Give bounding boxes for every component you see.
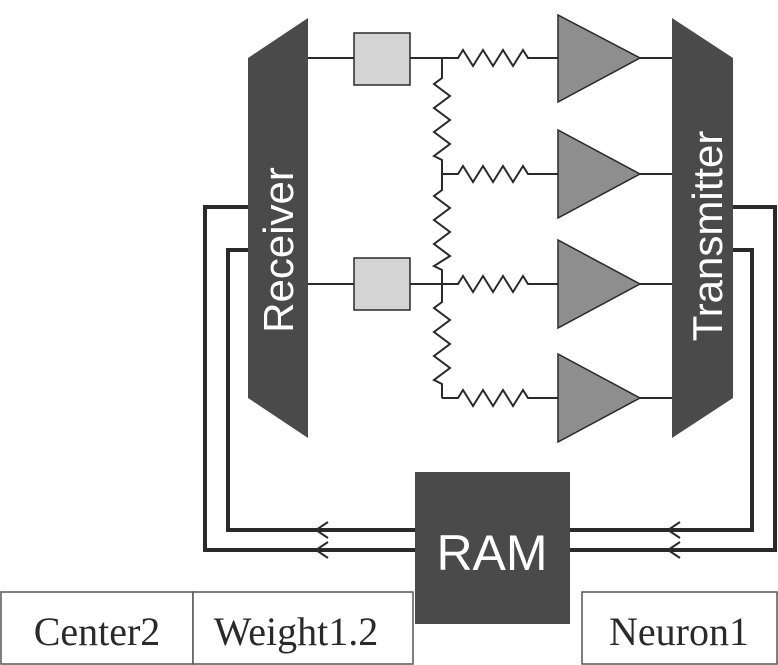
amplifier-triangle-1	[557, 13, 642, 104]
receiver-block: Receiver	[248, 18, 308, 438]
receiver-shape	[248, 18, 308, 438]
input-square-top	[353, 32, 411, 86]
bus-loops	[203, 205, 777, 559]
resistor-h3	[442, 274, 558, 294]
resistor-network	[431, 48, 558, 408]
transmitter-label: Transmitter	[684, 131, 731, 342]
arrow-right-lower	[666, 541, 681, 559]
input-square-bottom	[353, 257, 411, 311]
amplifier-triangle-3	[557, 238, 642, 330]
ram-block: RAM	[415, 472, 570, 624]
transmitter-block: Transmitter	[672, 18, 733, 438]
amplifier-triangle-2	[557, 128, 642, 220]
resistor-h1	[442, 48, 558, 68]
arrow-left-lower	[314, 541, 329, 559]
signal-wires	[308, 57, 672, 399]
transmitter-shape	[672, 18, 733, 438]
tag-boxes: Center2 Weight1.2 Neuron1	[0, 591, 778, 665]
resistor-v3	[432, 284, 452, 398]
arrow-left-upper	[314, 521, 329, 539]
amplifiers	[557, 13, 642, 444]
resistor-v1	[432, 58, 452, 174]
resistor-h4	[442, 388, 558, 408]
resistor-h2	[442, 164, 558, 184]
bus-inner-loop	[226, 248, 754, 532]
neuron-tag-label: Neuron1	[609, 609, 749, 654]
bus-outer-loop	[203, 205, 777, 552]
weight-tag-label: Weight1.2	[214, 609, 379, 654]
receiver-label: Receiver	[255, 167, 302, 333]
ram-shape	[415, 472, 570, 624]
arrow-right-upper	[666, 521, 681, 539]
tag-box-neuron	[581, 591, 778, 665]
amplifier-triangle-4	[557, 352, 642, 444]
resistor-v2	[431, 174, 452, 284]
ram-label: RAM	[436, 525, 547, 581]
center-tag-label: Center2	[34, 609, 161, 654]
tag-box-weight	[192, 591, 414, 665]
tag-box-center	[0, 591, 194, 665]
